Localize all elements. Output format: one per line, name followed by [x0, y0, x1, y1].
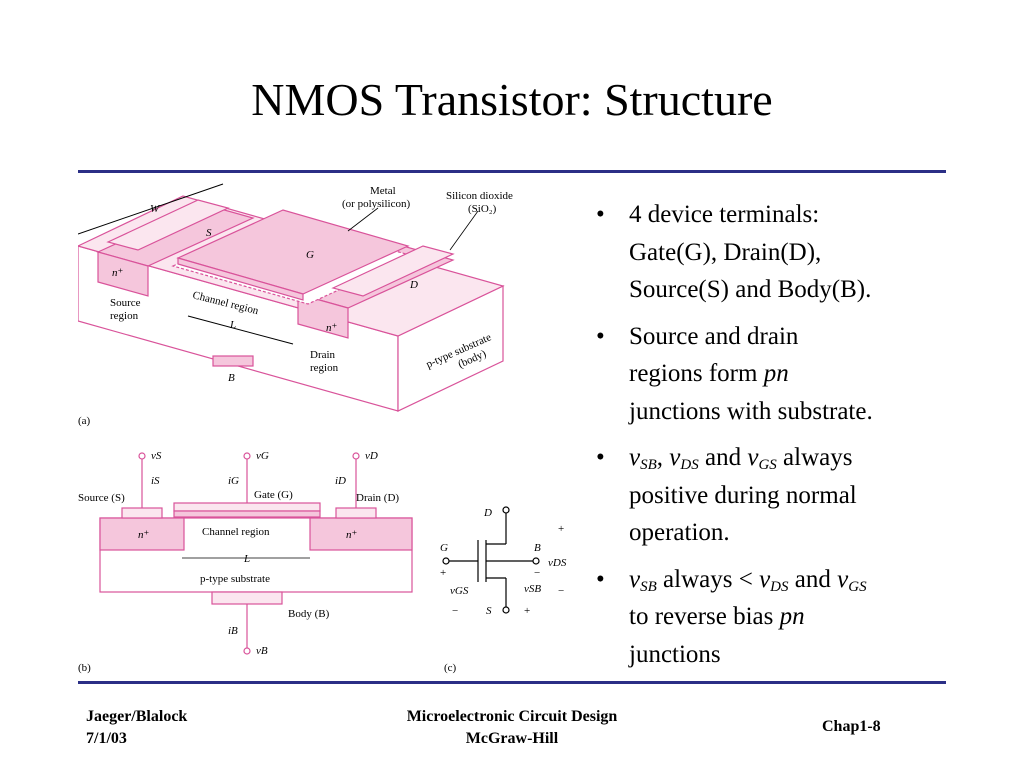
footer-chapter-page: Chap1-8 [822, 718, 881, 735]
body-terminal-node [243, 647, 251, 655]
label-d: D [409, 279, 418, 291]
minus-vsb: − [534, 567, 540, 579]
label-vb: vB [256, 645, 268, 657]
label-source-region-1: Source [110, 297, 141, 309]
figure-c-symbol [442, 506, 540, 614]
oxide-leader [449, 210, 479, 251]
source-terminal-pad [121, 507, 163, 519]
label-g-c: G [440, 542, 448, 554]
label-drain-region-2: region [310, 362, 339, 374]
label-nplus-source: n⁺ [138, 529, 150, 541]
drain-terminal-node [352, 452, 360, 460]
figure-b-labels: vS iS vG iG vD iD Source (S) Gate (G) Dr… [78, 450, 399, 674]
figure-c-labels: D G B S vDS vGS vSB + − + − + − (c) [440, 507, 567, 674]
label-substrate-b: p-type substrate [200, 573, 270, 585]
bullet-pn-junctions: Source and drain regions form pn junctio… [596, 318, 956, 431]
footer-book-publisher: Microelectronic Circuit Design McGraw-Hi… [406, 708, 618, 747]
nmos-structure-figure: W S G D Metal (or polysilicon) Silicon d… [78, 183, 567, 674]
label-l-b: L [243, 553, 250, 565]
drain-contact [331, 245, 455, 297]
bullet-voltages-positive: vSB, vDS and vGS always positive during … [596, 439, 956, 552]
plus-vsb: + [524, 605, 530, 617]
label-ig: iG [228, 475, 239, 487]
bullet-terminals: 4 device terminals: Gate(G), Drain(D), S… [596, 196, 956, 309]
metal-leader [347, 207, 379, 232]
drain-terminal-pad [335, 507, 377, 519]
figure-b-tag: (b) [78, 662, 91, 674]
label-vd: vD [365, 450, 378, 462]
w-dimension-line [78, 183, 224, 235]
label-b-c: B [534, 542, 541, 554]
bullet-list: 4 device terminals: Gate(G), Drain(D), S… [596, 196, 956, 682]
label-l: L [229, 319, 236, 331]
label-b: B [228, 372, 235, 384]
label-vgs: vGS [450, 585, 469, 597]
body-terminal-pad [211, 591, 283, 605]
label-vds: vDS [548, 557, 567, 569]
source-contact [106, 199, 230, 251]
label-drain-nplus: n⁺ [326, 322, 338, 334]
source-terminal-node [138, 452, 146, 460]
label-drain-terminal: Drain (D) [356, 492, 399, 504]
plus-vds: + [558, 523, 564, 535]
label-d-c: D [483, 507, 492, 519]
gate-strip [173, 510, 321, 518]
label-metal-1: Metal [370, 185, 396, 197]
label-source-region-2: region [110, 310, 139, 322]
gate-oxide-strip [173, 502, 321, 512]
label-gate-terminal: Gate (G) [254, 489, 293, 501]
label-body-terminal: Body (B) [288, 608, 330, 620]
label-w: W [150, 203, 160, 215]
label-s: S [206, 227, 212, 239]
label-nplus-drain: n⁺ [346, 529, 358, 541]
footer-author-date: Jaeger/Blalock 7/1/03 [86, 708, 188, 747]
label-id: iD [335, 475, 346, 487]
plus-vgs: + [440, 567, 446, 579]
label-vsb: vSB [524, 583, 541, 595]
drain-node-c [502, 506, 510, 514]
label-vs: vS [151, 450, 162, 462]
label-oxide-1: Silicon dioxide [446, 190, 513, 202]
label-channel-b: Channel region [202, 526, 270, 538]
figure-a-tag: (a) [78, 415, 91, 427]
slide-title: NMOS Transistor: Structure [251, 74, 773, 125]
source-node-c [502, 606, 510, 614]
l-dimension-line [187, 315, 294, 345]
figure-c-tag: (c) [444, 662, 457, 674]
label-vg: vG [256, 450, 269, 462]
gate-front [177, 257, 304, 301]
label-source-nplus: n⁺ [112, 267, 124, 279]
body-node-c [532, 557, 540, 565]
figure-b-cross-section [99, 452, 413, 655]
minus-vds: − [558, 585, 564, 597]
label-g: G [306, 249, 314, 261]
label-s-c: S [486, 605, 492, 617]
label-drain-region-1: Drain [310, 349, 336, 361]
drain-nplus-front [297, 293, 349, 339]
figure-a-3d-structure [78, 183, 505, 412]
label-oxide-2: (SiO₂) [468, 203, 497, 215]
label-metal-2: (or polysilicon) [342, 198, 410, 210]
drain-nplus-well [309, 517, 413, 551]
gate-terminal-node [243, 452, 251, 460]
label-is: iS [151, 475, 160, 487]
gate-node-c [442, 557, 450, 565]
label-source-terminal: Source (S) [78, 492, 125, 504]
label-ib: iB [228, 625, 238, 637]
source-nplus-front [97, 251, 149, 297]
minus-vgs: − [452, 605, 458, 617]
body-contact [212, 355, 254, 367]
top-rule [78, 170, 946, 173]
bullet-reverse-bias: vSB always < vDS and vGS to reverse bias… [596, 561, 956, 674]
bottom-rule [78, 681, 946, 684]
